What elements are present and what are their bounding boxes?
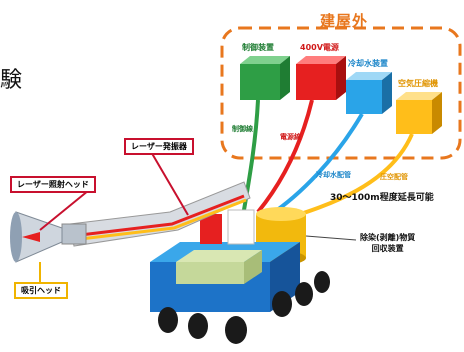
outside-building-title: 建屋外: [320, 12, 369, 30]
laser-head-tag: レーザー照射ヘッド: [10, 176, 96, 193]
power-unit-label: 400V電源: [300, 43, 339, 52]
vehicle-wheels: [158, 271, 330, 344]
robot-vehicle: [150, 209, 300, 312]
unit-power-box: [296, 56, 346, 100]
unit-cooling-box: [346, 72, 392, 114]
laser-arm: [61, 181, 251, 247]
suction-head-tag: 吸引ヘッド: [14, 282, 68, 299]
cooling-pipe-label: 冷却水配管: [316, 171, 351, 179]
outside-building-frame: [220, 26, 462, 160]
extension-length-note: 30～100m程度延長可能: [330, 193, 434, 203]
collector-label-line2: 回収装置: [371, 244, 404, 253]
control-cable-label: 制御線: [232, 125, 253, 133]
control-unit-label: 制御装置: [242, 43, 274, 52]
page-heading-fragment: 験: [0, 68, 23, 93]
power-cable: [256, 99, 314, 214]
cooling-unit-label: 冷却水装置: [348, 59, 388, 68]
unit-control-box: [240, 56, 290, 100]
suction-head-cone: [10, 211, 63, 263]
collector-label-line1: 除染(剥離)物質: [360, 233, 416, 242]
compressor-unit-label: 空気圧縮機: [398, 79, 438, 88]
collector-label: 除染(剥離)物質 回収装置: [360, 232, 415, 254]
unit-compressor-box: [396, 92, 442, 134]
air-pipe-label: 圧空配管: [380, 173, 408, 181]
laser-oscillator-tag: レーザー発振器: [124, 138, 194, 155]
power-cable-label: 電源線: [280, 133, 301, 141]
